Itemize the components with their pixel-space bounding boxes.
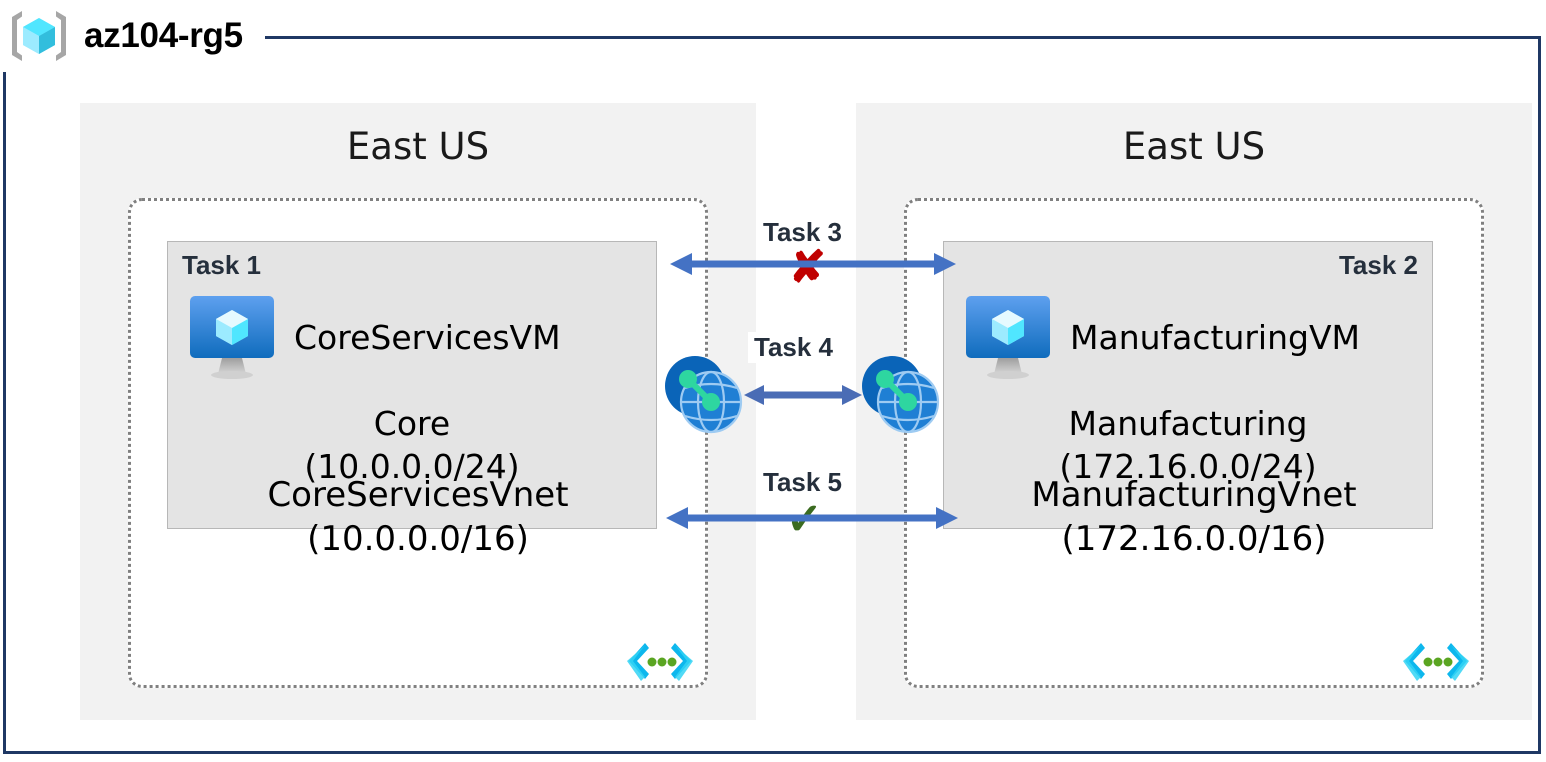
region-panel-left: East US Task 1 bbox=[80, 103, 756, 720]
region-label-left: East US bbox=[346, 125, 490, 168]
vnet-label-core: CoreServicesVnet (10.0.0.0/16) bbox=[131, 473, 705, 561]
vnet-label-manufacturing: ManufacturingVnet (172.16.0.0/16) bbox=[907, 473, 1481, 561]
vnet-name-manufacturing: ManufacturingVnet bbox=[1031, 475, 1357, 515]
virtual-machine-icon bbox=[962, 294, 1054, 380]
vnet-cidr-manufacturing: (172.16.0.0/16) bbox=[1061, 519, 1327, 559]
vnet-brackets-icon bbox=[627, 639, 693, 683]
subnet-task-label-core: Task 1 bbox=[182, 250, 262, 280]
subnet-label-manufacturing: Manufacturing (172.16.0.0/24) bbox=[944, 402, 1432, 488]
subnet-name-core: Core bbox=[373, 404, 451, 443]
connector-task4-label: Task 4 bbox=[748, 332, 840, 363]
connector-task3 bbox=[668, 250, 958, 278]
subnet-cidr-core: (10.0.0.0/24) bbox=[304, 447, 520, 486]
resource-group-name: az104-rg5 bbox=[84, 16, 249, 56]
resource-group-frame bbox=[3, 36, 1541, 754]
subnet-task-label-manufacturing: Task 2 bbox=[1338, 250, 1418, 280]
region-panel-right: East US Task 2 bbox=[856, 103, 1532, 720]
virtual-machine-icon bbox=[186, 294, 278, 380]
connector-task5-label: Task 5 bbox=[757, 467, 849, 498]
vnet-box-core: Task 1 bbox=[128, 198, 708, 688]
subnet-cidr-manufacturing: (172.16.0.0/24) bbox=[1059, 447, 1317, 486]
resource-group-header: az104-rg5 bbox=[0, 0, 265, 72]
subnet-box-manufacturing: Task 2 bbox=[943, 241, 1433, 529]
region-label-right: East US bbox=[1122, 125, 1266, 168]
subnet-label-core: Core (10.0.0.0/24) bbox=[168, 402, 656, 488]
vm-manufacturing: ManufacturingVM bbox=[962, 294, 1360, 380]
connector-task3-label: Task 3 bbox=[757, 217, 849, 248]
connector-task4 bbox=[742, 382, 864, 408]
vnet-name-core: CoreServicesVnet bbox=[267, 475, 569, 515]
vnet-brackets-icon bbox=[1403, 639, 1469, 683]
resource-group-cube-icon bbox=[8, 7, 70, 65]
vnet-peering-icon bbox=[661, 352, 745, 436]
vnet-box-manufacturing: Task 2 bbox=[904, 198, 1484, 688]
vnet-cidr-core: (10.0.0.0/16) bbox=[307, 519, 529, 559]
connector-task5 bbox=[664, 504, 960, 532]
subnet-box-core: Task 1 bbox=[167, 241, 657, 529]
vnet-peering-icon bbox=[858, 352, 942, 436]
vm-core: CoreServicesVM bbox=[186, 294, 561, 380]
vm-name-manufacturing: ManufacturingVM bbox=[1070, 317, 1361, 357]
subnet-name-manufacturing: Manufacturing bbox=[1068, 404, 1308, 443]
vm-name-core: CoreServicesVM bbox=[294, 317, 561, 357]
